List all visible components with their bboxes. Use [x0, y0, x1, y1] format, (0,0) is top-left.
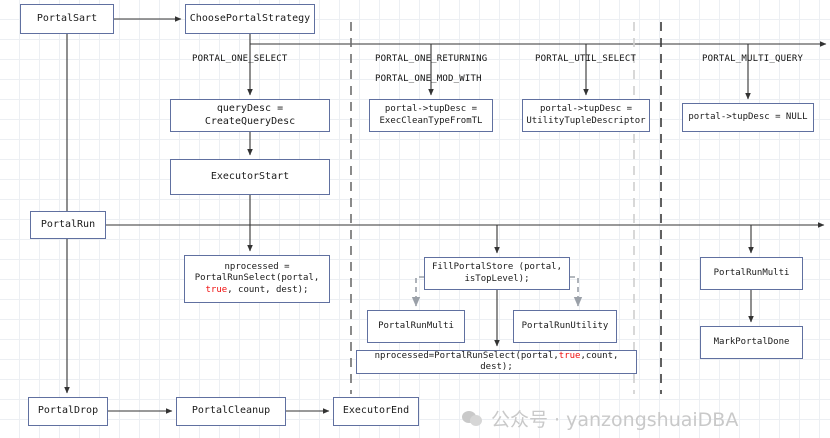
node-portal-run-multi-right[interactable]: PortalRunMulti [700, 257, 803, 290]
node-query-desc[interactable]: queryDesc = CreateQueryDesc [170, 99, 330, 132]
label-portal-multi-query: PORTAL_MULTI_QUERY [702, 54, 804, 64]
node-nprocessed-select-inline[interactable]: nprocessed=PortalRunSelect(portal,true,c… [356, 350, 637, 374]
node-label: PortalRunMulti [378, 320, 454, 331]
node-portal-run[interactable]: PortalRun [30, 211, 106, 239]
node-label: PortalSart [36, 12, 98, 24]
node-label: ChoosePortalStrategy [189, 12, 311, 24]
node-label: nprocessed = PortalRunSelect(portal, tru… [195, 262, 320, 296]
highlighted-arg: true [558, 350, 581, 361]
node-label: PortalDrop [37, 405, 99, 417]
node-portal-cleanup[interactable]: PortalCleanup [176, 397, 286, 426]
node-label: ExecutorStart [210, 170, 290, 182]
highlighted-arg: true [205, 284, 228, 295]
node-label: PortalRunMulti [713, 267, 790, 278]
code-text: nprocessed=PortalRunSelect(portal, [374, 350, 559, 361]
watermark-text: 公众号 · yanzongshuaiDBA [491, 409, 739, 431]
node-label: FillPortalStore (portal, isTopLevel); [431, 262, 563, 284]
node-executor-start[interactable]: ExecutorStart [170, 159, 330, 195]
node-tupdesc-exec-clean[interactable]: portal->tupDesc = ExecCleanTypeFromTL [369, 99, 493, 132]
wechat-icon [462, 410, 484, 427]
node-fill-portal-store[interactable]: FillPortalStore (portal, isTopLevel); [424, 257, 570, 290]
code-text: nprocessed = PortalRunSelect(portal, [194, 262, 320, 284]
code-text: ,count, dest); [480, 350, 619, 372]
label-portal-one-returning: PORTAL_ONE_RETURNING [375, 54, 488, 64]
label-portal-util-select: PORTAL_UTIL_SELECT [535, 54, 637, 64]
code-text: , count, dest); [227, 284, 309, 295]
node-portal-drop[interactable]: PortalDrop [28, 397, 108, 426]
node-choose-portal-strategy[interactable]: ChoosePortalStrategy [185, 4, 315, 34]
node-label: portal->tupDesc = UtilityTupleDescriptor [526, 104, 646, 126]
edge-fill-to-runutility-dashed [570, 276, 583, 307]
node-label: PortalRunUtility [521, 320, 609, 331]
node-label: ExecutorEnd [342, 405, 410, 417]
node-mark-portal-done[interactable]: MarkPortalDone [700, 326, 803, 359]
node-label: PortalCleanup [191, 405, 271, 417]
node-label: portal->tupDesc = NULL [688, 111, 808, 122]
node-label: MarkPortalDone [713, 336, 790, 347]
label-portal-one-mod-with: PORTAL_ONE_MOD_WITH [375, 74, 482, 84]
label-portal-one-select: PORTAL_ONE_SELECT [192, 54, 288, 64]
node-nprocessed-select[interactable]: nprocessed = PortalRunSelect(portal, tru… [184, 255, 330, 303]
node-tupdesc-utility[interactable]: portal->tupDesc = UtilityTupleDescriptor [522, 99, 650, 132]
node-tupdesc-null[interactable]: portal->tupDesc = NULL [682, 103, 814, 132]
node-executor-end[interactable]: ExecutorEnd [333, 397, 419, 426]
node-portal-run-utility[interactable]: PortalRunUtility [513, 310, 617, 343]
node-portal-sart[interactable]: PortalSart [20, 4, 114, 34]
node-label: nprocessed=PortalRunSelect(portal,true,c… [357, 351, 636, 374]
node-label: queryDesc = CreateQueryDesc [204, 103, 296, 127]
node-label: PortalRun [40, 218, 96, 230]
node-label: portal->tupDesc = ExecCleanTypeFromTL [379, 104, 483, 126]
edge-fill-to-runmulti-dashed [411, 276, 424, 307]
node-portal-run-multi-mid[interactable]: PortalRunMulti [367, 310, 465, 343]
watermark: 公众号 · yanzongshuaiDBA [462, 405, 738, 432]
